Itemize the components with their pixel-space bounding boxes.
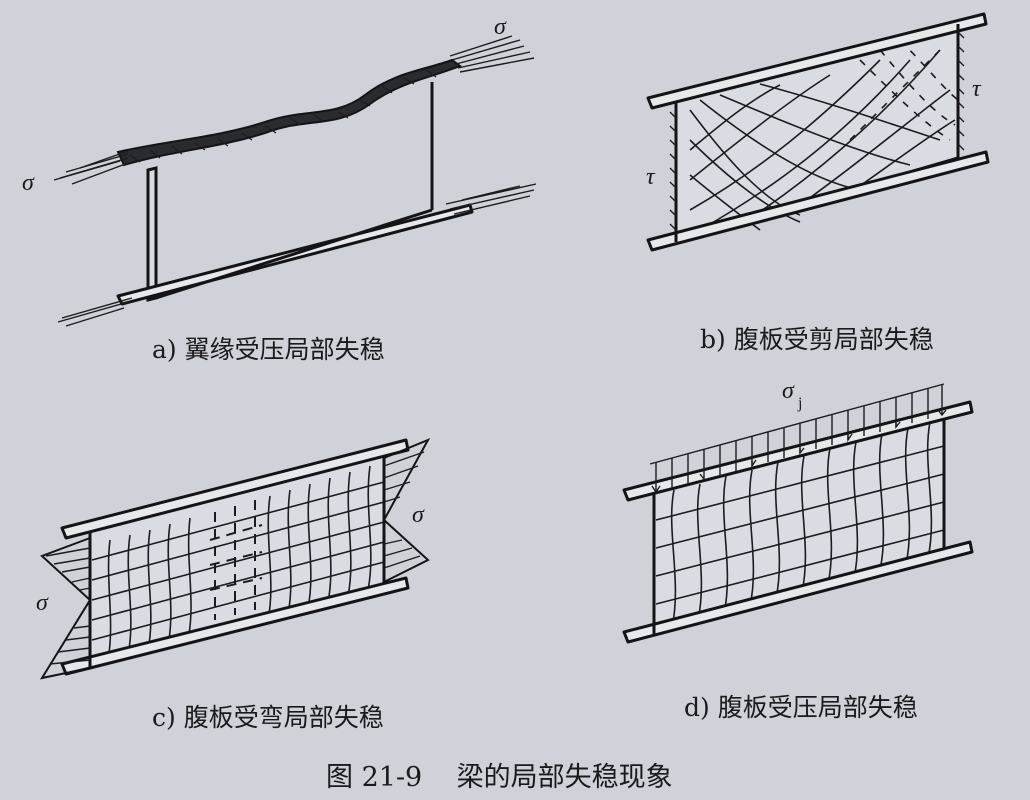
panel-d-sigma-subscript: j — [797, 395, 802, 412]
panel-d-diagram: σ j — [622, 378, 974, 644]
panel-d-top-flange — [622, 400, 974, 502]
panel-a-sigma-left: σ — [22, 170, 35, 196]
panel-b-top-flange — [646, 12, 988, 110]
panel-a-arrows-left-top — [53, 150, 129, 185]
panel-a-sigma-right: σ — [494, 14, 507, 40]
panel-b-tau-left: τ — [646, 164, 656, 190]
figure-caption: 图 21-9 梁的局部失稳现象 — [326, 762, 673, 793]
panel-b-shear-arrows-right — [957, 31, 965, 151]
panel-c-sigma-left: σ — [36, 590, 49, 616]
panel-c-dashed-mesh — [209, 500, 263, 620]
panel-c-caption: c) 腹板受弯局部失稳 — [152, 703, 384, 732]
panel-d-load-arrows — [649, 383, 947, 494]
panel-b-shear-arrows-left — [669, 111, 677, 231]
panel-a-arrows-right-top — [449, 35, 535, 73]
panel-c-buckling-mesh — [91, 465, 385, 661]
panel-a-caption: a) 翼缘受压局部失稳 — [152, 335, 385, 364]
panel-b-diagram: τ τ — [646, 12, 990, 252]
panel-c-stress-left — [39, 537, 92, 680]
panel-a-buckled-top-flange — [116, 58, 463, 167]
panel-d-buckling-mesh — [655, 421, 945, 629]
panel-d-sigma: σ — [782, 378, 795, 404]
panel-d-bottom-flange — [622, 540, 974, 644]
panel-b-dashed-mesh — [849, 39, 959, 141]
panel-a-arrows-right-bottom — [445, 183, 537, 215]
panel-b-tau-right: τ — [972, 76, 982, 102]
panel-c-sigma-right: σ — [412, 502, 425, 528]
panel-d-caption: d) 腹板受压局部失稳 — [684, 693, 918, 722]
panel-a-diagram: σ σ — [22, 14, 537, 327]
panel-a-arrows-left-bottom — [57, 297, 133, 327]
panel-c-bottom-flange — [60, 576, 410, 676]
panel-b-bottom-flange — [646, 150, 990, 252]
panel-a-web — [146, 166, 158, 302]
panel-c-stress-right — [382, 438, 431, 583]
panel-c-top-flange — [60, 438, 410, 540]
panel-b-caption: b) 腹板受剪局部失稳 — [700, 325, 934, 354]
panel-c-diagram: σ σ — [36, 438, 431, 680]
